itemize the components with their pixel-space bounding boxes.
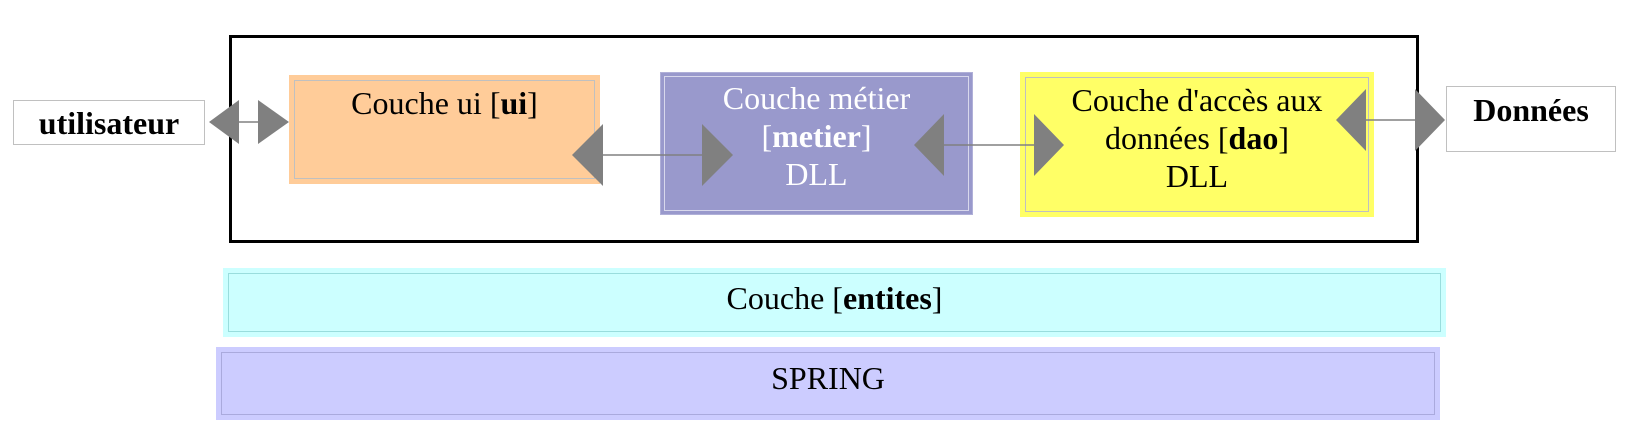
- metier-title: Couche métier: [722, 80, 911, 116]
- dao-bold: dao: [1228, 120, 1279, 156]
- entites-bold: entites: [842, 280, 932, 316]
- dao-dll: DLL: [1165, 158, 1229, 194]
- dao-bracket-close: ]: [1278, 120, 1289, 156]
- metier-dll: DLL: [785, 156, 848, 192]
- user-node: utilisateur: [13, 100, 205, 145]
- user-label: utilisateur: [38, 104, 180, 141]
- data-node: Données: [1446, 86, 1616, 152]
- entites-layer: Couche [entites]: [223, 268, 1446, 337]
- metier-bold: metier: [772, 118, 861, 154]
- spring-layer: SPRING: [216, 347, 1440, 420]
- arrow-dao-data: [1336, 89, 1445, 151]
- dao-title: Couche d'accès aux: [1071, 82, 1323, 118]
- entites-bracket-close: ]: [931, 280, 943, 316]
- arrow-user-ui: [209, 100, 289, 144]
- ui-label-bold: ui: [500, 85, 528, 121]
- metier-bracket-open: [: [761, 118, 773, 154]
- dao-layer: Couche d'accès aux données [dao] DLL: [1020, 72, 1374, 217]
- entites-prefix: Couche [: [726, 280, 843, 316]
- data-label: Données: [1473, 92, 1589, 128]
- arrow-metier-dao: [914, 114, 1064, 176]
- ui-label-suffix: ]: [527, 85, 538, 121]
- ui-label: Couche ui [: [351, 85, 501, 121]
- metier-bracket-close: ]: [860, 118, 872, 154]
- metier-name: [metier]: [661, 117, 972, 155]
- spring-label: SPRING: [771, 360, 885, 396]
- arrow-ui-metier: [572, 124, 733, 186]
- ui-layer: Couche ui [ui]: [289, 75, 600, 184]
- dao-name: données [dao]: [1023, 119, 1371, 157]
- dao-prefix: données [: [1105, 120, 1229, 156]
